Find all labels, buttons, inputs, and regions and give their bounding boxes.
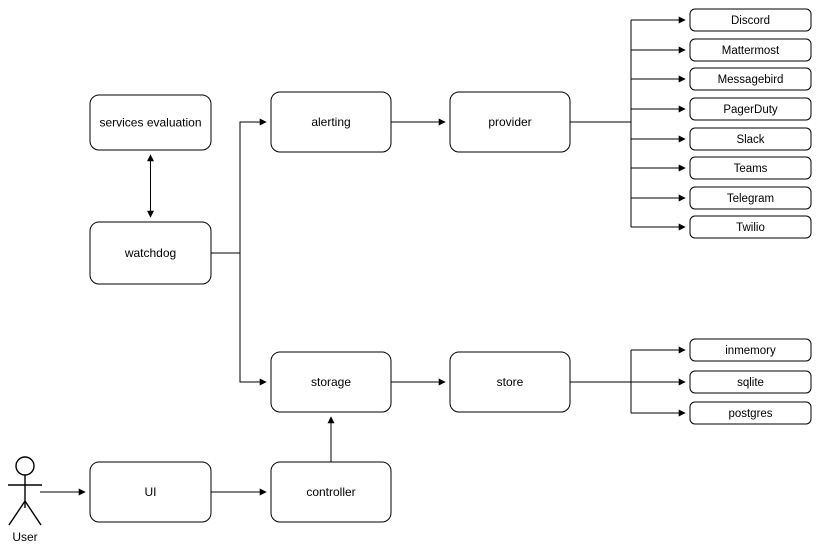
node-ui[interactable]: UI xyxy=(89,461,212,523)
node-box-slack[interactable] xyxy=(689,127,812,151)
node-box-services-evaluation[interactable] xyxy=(89,94,212,151)
node-box-storage[interactable] xyxy=(270,351,392,413)
edge-layer xyxy=(40,16,686,496)
node-label-messagebird: Messagebird xyxy=(718,74,784,86)
edge-provider-trunk xyxy=(570,20,632,227)
node-label-telegram: Telegram xyxy=(727,193,774,205)
node-box-pagerduty[interactable] xyxy=(689,97,812,121)
node-label-sqlite: sqlite xyxy=(737,377,764,389)
node-postgres[interactable]: postgres xyxy=(689,401,812,425)
node-telegram[interactable]: Telegram xyxy=(689,186,812,210)
node-mattermost[interactable]: Mattermost xyxy=(689,38,812,62)
node-controller[interactable]: controller xyxy=(270,461,392,523)
node-box-discord[interactable] xyxy=(689,8,812,32)
node-layer: services evaluation watchdog alerting provi… xyxy=(89,8,812,523)
actor-head-icon xyxy=(15,456,35,476)
node-label-mattermost: Mattermost xyxy=(722,45,780,57)
node-label-store: store xyxy=(497,375,524,389)
node-label-ui: UI xyxy=(145,485,157,499)
node-label-services-evaluation: services evaluation xyxy=(99,116,201,130)
node-box-twilio[interactable] xyxy=(689,215,812,239)
node-label-pagerduty: PagerDuty xyxy=(723,104,778,116)
node-label-provider: provider xyxy=(488,115,531,129)
node-box-sqlite[interactable] xyxy=(689,370,812,394)
node-label-storage: storage xyxy=(311,375,351,389)
node-label-discord: Discord xyxy=(731,15,770,27)
node-box-inmemory[interactable] xyxy=(689,338,812,362)
node-label-teams: Teams xyxy=(734,163,768,175)
node-slack[interactable]: Slack xyxy=(689,127,812,151)
node-sqlite[interactable]: sqlite xyxy=(689,370,812,394)
edge-watchdog-storage xyxy=(211,252,267,386)
node-box-mattermost[interactable] xyxy=(689,38,812,62)
node-label-twilio: Twilio xyxy=(736,222,765,234)
node-alerting[interactable]: alerting xyxy=(270,91,392,153)
node-label-postgres: postgres xyxy=(728,408,772,420)
node-label-watchdog: watchdog xyxy=(124,246,176,260)
node-box-controller[interactable] xyxy=(270,461,392,523)
node-box-store[interactable] xyxy=(449,351,571,413)
edge-watchdog-alerting xyxy=(211,118,267,254)
node-discord[interactable]: Discord xyxy=(689,8,812,32)
edge-store-trunk xyxy=(570,350,632,413)
node-inmemory[interactable]: inmemory xyxy=(689,338,812,362)
node-box-postgres[interactable] xyxy=(689,401,812,425)
node-pagerduty[interactable]: PagerDuty xyxy=(689,97,812,121)
node-box-alerting[interactable] xyxy=(270,91,392,153)
node-label-controller: controller xyxy=(306,485,355,499)
node-label-inmemory: inmemory xyxy=(725,345,776,357)
node-twilio[interactable]: Twilio xyxy=(689,215,812,239)
actor-label: User xyxy=(12,530,37,544)
node-watchdog[interactable]: watchdog xyxy=(89,221,212,285)
node-box-ui[interactable] xyxy=(89,461,212,523)
node-box-provider[interactable] xyxy=(449,91,571,153)
node-storage[interactable]: storage xyxy=(270,351,392,413)
node-box-watchdog[interactable] xyxy=(89,221,212,285)
node-box-teams[interactable] xyxy=(689,156,812,180)
node-box-telegram[interactable] xyxy=(689,186,812,210)
actor-right-leg-icon xyxy=(24,500,42,526)
node-services-evaluation[interactable]: services evaluation xyxy=(89,94,212,151)
node-store[interactable]: store xyxy=(449,351,571,413)
node-provider[interactable]: provider xyxy=(449,91,571,153)
actor-left-leg-icon xyxy=(8,500,26,526)
node-label-slack: Slack xyxy=(736,134,764,146)
node-box-messagebird[interactable] xyxy=(689,67,812,91)
node-teams[interactable]: Teams xyxy=(689,156,812,180)
user-actor: User xyxy=(8,456,42,544)
node-messagebird[interactable]: Messagebird xyxy=(689,67,812,91)
node-label-alerting: alerting xyxy=(311,115,350,129)
